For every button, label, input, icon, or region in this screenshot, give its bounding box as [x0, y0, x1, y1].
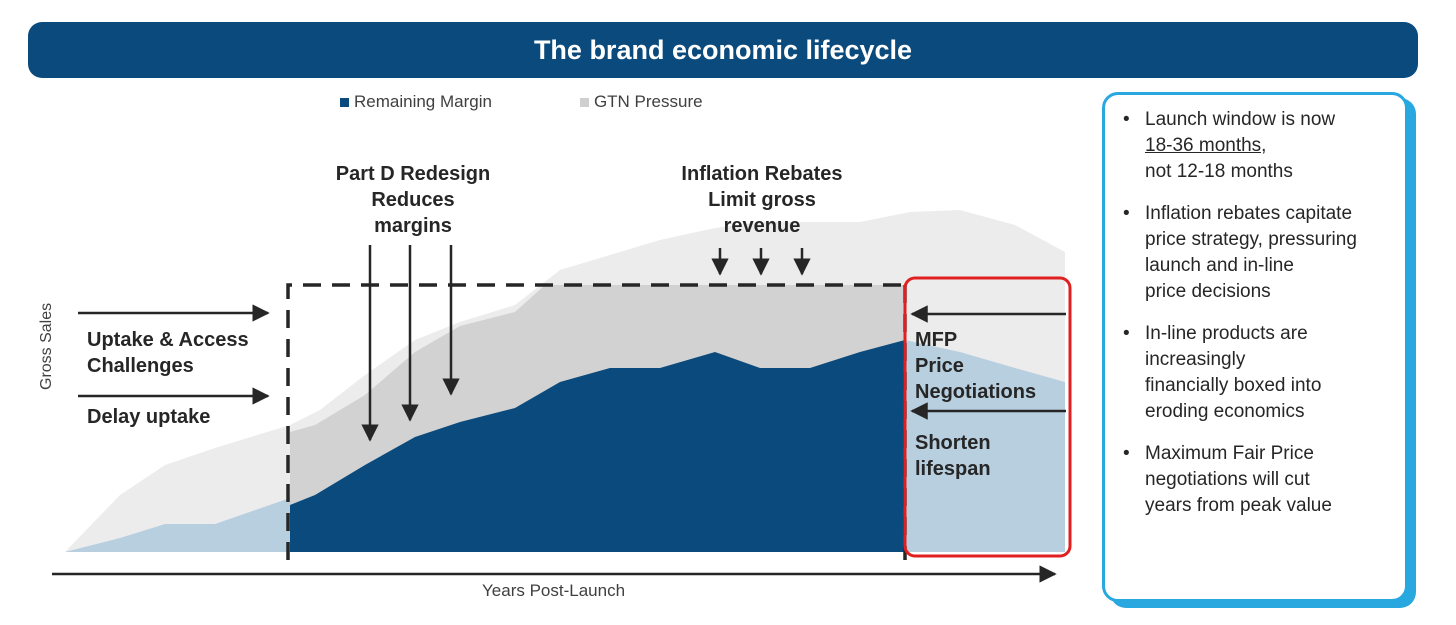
- key-points-list: Launch window is now 18-36 months, not 1…: [1119, 107, 1391, 519]
- mfp-line-3: Negotiations: [915, 381, 1037, 403]
- legend-swatch-gray: [579, 97, 589, 107]
- uptake-annotation: Uptake & Access Challenges: [87, 327, 249, 379]
- key-point-4-line-3: years from peak value: [1145, 495, 1332, 516]
- legend-item-gtn-pressure: GTN Pressure: [579, 92, 703, 112]
- part-d-line-1: Part D Redesign: [335, 163, 491, 185]
- key-point-launch-window: Launch window is now 18-36 months, not 1…: [1119, 107, 1391, 185]
- remaining-margin-area: [290, 340, 905, 552]
- legend-label-gtn-pressure: GTN Pressure: [593, 92, 703, 111]
- delay-annotation: Delay uptake: [87, 404, 210, 430]
- shorten-annotation: Shorten lifespan: [915, 430, 991, 482]
- key-point-1-line-1: Launch window is now: [1145, 109, 1336, 130]
- mfp-line-1: MFP: [915, 329, 958, 351]
- shorten-line-1: Shorten: [915, 432, 991, 454]
- page-title: The brand economic lifecycle: [533, 34, 913, 65]
- mfp-line-2: Price: [915, 355, 964, 377]
- key-point-1-line-3: not 12-18 months: [1145, 161, 1293, 182]
- part-d-line-2: Reduces: [371, 189, 455, 211]
- key-point-3-line-3: financially boxed into: [1145, 375, 1322, 396]
- key-points-panel: Launch window is now 18-36 months, not 1…: [1102, 92, 1408, 602]
- key-point-2-line-1: Inflation rebates capitate: [1145, 203, 1353, 224]
- key-point-in-line: In-line products are increasingly financ…: [1119, 321, 1391, 425]
- uptake-line-2: Challenges: [87, 355, 194, 377]
- inflation-line-1: Inflation Rebates: [681, 163, 843, 185]
- inflation-line-3: revenue: [723, 215, 801, 237]
- part-d-annotation: Part D Redesign Reduces margins: [318, 161, 508, 239]
- key-point-mfp: Maximum Fair Price negotiations will cut…: [1119, 441, 1391, 519]
- key-point-1-line-2: 18-36 months,: [1145, 133, 1391, 159]
- key-point-2-line-3: launch and in-line: [1145, 255, 1294, 276]
- key-point-3-line-2: increasingly: [1145, 349, 1246, 370]
- mfp-red-box: [903, 276, 1072, 558]
- legend-item-remaining-margin: Remaining Margin: [340, 92, 492, 112]
- legend-swatch-navy: [340, 97, 349, 107]
- inflation-annotation: Inflation Rebates Limit gross revenue: [662, 161, 862, 239]
- key-point-4-line-1: Maximum Fair Price: [1145, 443, 1314, 464]
- key-point-1-underlined: 18-36 months,: [1145, 135, 1267, 156]
- key-point-2-line-2: price strategy, pressuring: [1145, 229, 1357, 250]
- post-mfp-margin-area: [905, 340, 1065, 552]
- key-point-inflation: Inflation rebates capitate price strateg…: [1119, 201, 1391, 305]
- legend-label-remaining-margin: Remaining Margin: [354, 92, 492, 111]
- delay-line: Delay uptake: [87, 406, 211, 428]
- key-point-2-line-4: price decisions: [1145, 281, 1271, 302]
- key-point-4-line-2: negotiations will cut: [1145, 469, 1310, 490]
- key-point-3-line-4: eroding economics: [1145, 401, 1305, 422]
- launch-window-dashed-box: [286, 283, 905, 560]
- x-axis-label: Years Post-Launch: [482, 581, 626, 600]
- part-d-line-3: margins: [374, 215, 452, 237]
- uptake-line-1: Uptake & Access: [87, 329, 249, 351]
- uptake-margin-area: [65, 498, 290, 552]
- key-point-3-line-1: In-line products are: [1145, 323, 1308, 344]
- title-banner: The brand economic lifecycle: [28, 22, 1418, 78]
- inflation-line-2: Limit gross: [708, 189, 816, 211]
- y-axis-label: Gross Sales: [38, 302, 55, 390]
- mfp-annotation: MFP Price Negotiations: [915, 327, 1036, 405]
- shorten-line-2: lifespan: [915, 458, 991, 480]
- legend: Remaining Margin GTN Pressure: [340, 92, 791, 112]
